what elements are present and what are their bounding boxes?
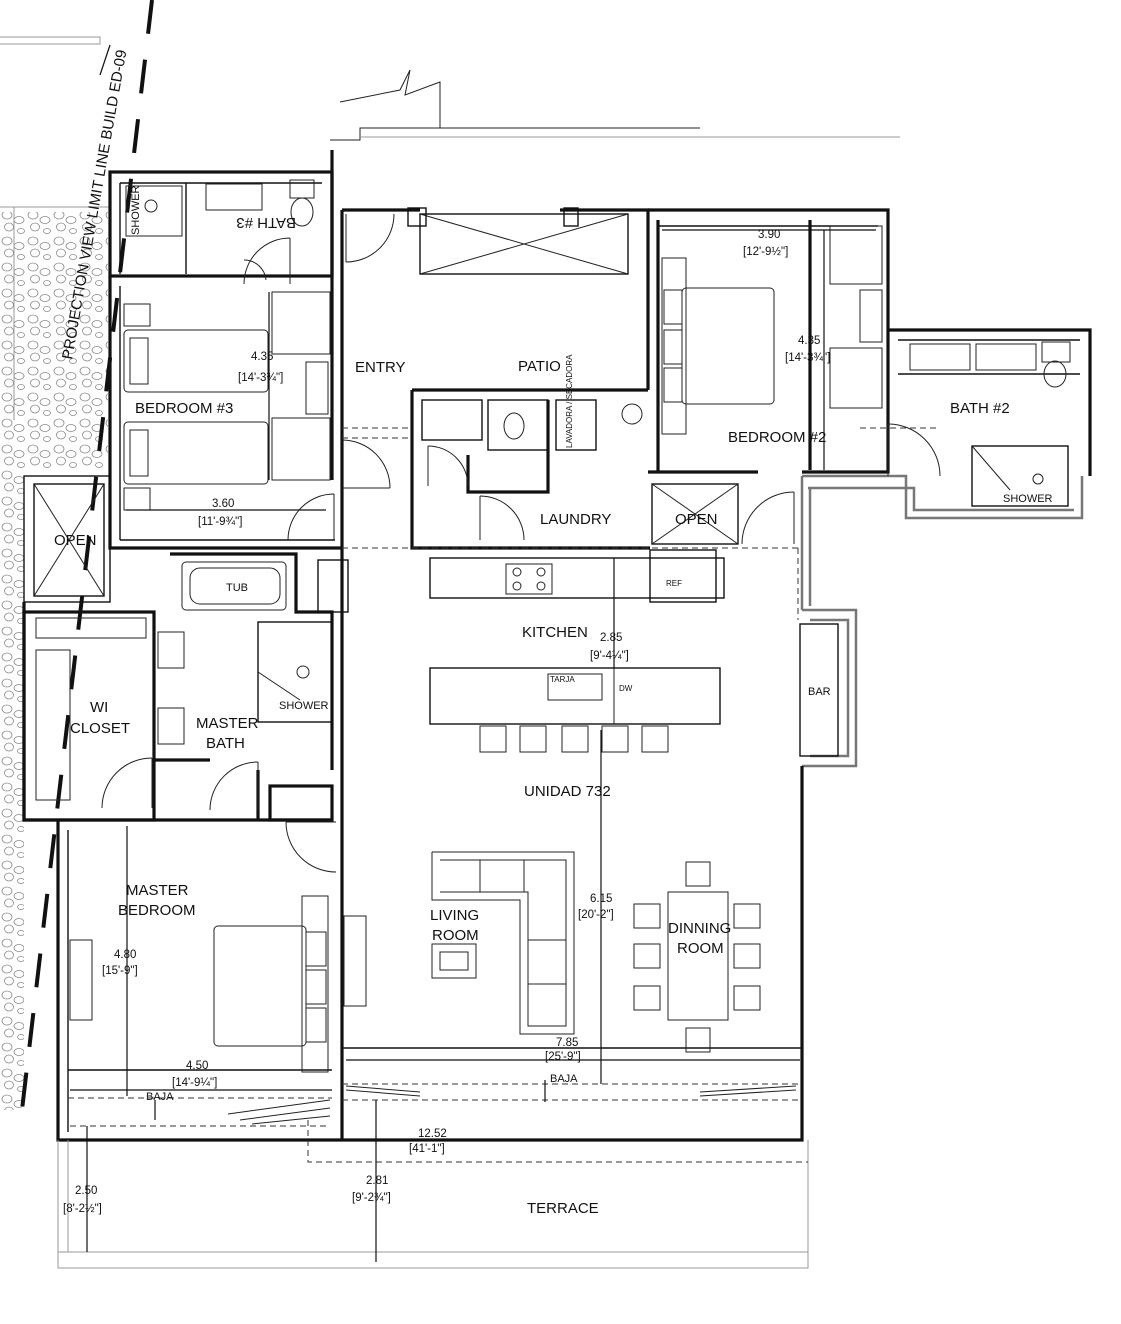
- label-bath3: BATH #3: [236, 214, 296, 231]
- dim-bedroom2-depth-ft: [14'-3¾"]: [785, 352, 830, 364]
- label-master-bath-1: MASTER: [196, 715, 259, 732]
- dim-master-depth-ft: [15'-9"]: [102, 965, 138, 977]
- dim-bedroom3-width-ft: [11'-9¾"]: [198, 516, 242, 528]
- stone-landscape: [0, 206, 110, 1110]
- label-patio: PATIO: [518, 358, 561, 375]
- walls: [22, 150, 1092, 1269]
- room-labels: BATH #3 SHOWER BEDROOM #3 ENTRY PATIO LA…: [54, 185, 1053, 1217]
- label-shower-bath3: SHOWER: [130, 185, 142, 235]
- dim-bedroom3-depth-ft: [14'-3¾"]: [238, 372, 283, 384]
- dim-total-width-ft: [41'-1"]: [409, 1143, 445, 1155]
- dim-terrace-left-ft: [8'-2½"]: [63, 1203, 102, 1215]
- label-lavadora: LAVADORA / SECADORA: [565, 354, 574, 448]
- dim-bedroom3-width-m: 3.60: [212, 498, 234, 510]
- label-living-2: ROOM: [432, 927, 479, 944]
- dim-master-width-m: 4.50: [186, 1060, 208, 1072]
- dim-terrace-left-m: 2.50: [75, 1185, 97, 1197]
- label-bedroom3: BEDROOM #3: [135, 400, 233, 417]
- label-laundry: LAUNDRY: [540, 511, 611, 528]
- dimension-labels: 4.35 [14'-3¾"] 3.60 [11'-9¾"] 3.90 [12'-…: [63, 229, 830, 1215]
- dim-master-depth-m: 4.80: [114, 949, 136, 961]
- label-master-bedroom-2: BEDROOM: [118, 902, 196, 919]
- dimension-lines: [70, 229, 876, 1262]
- projection-limit-line: PROJECTION VIEW LIMIT LINE BUILD ED-09: [20, 0, 154, 1111]
- label-living-1: LIVING: [430, 907, 479, 924]
- dim-living-width-ft: [25'-9"]: [545, 1051, 581, 1063]
- label-tub: TUB: [226, 582, 248, 594]
- label-kitchen: KITCHEN: [522, 624, 588, 641]
- dim-kitchen-ft: [9'-4¼"]: [590, 650, 629, 662]
- label-shower-master: SHOWER: [279, 700, 329, 712]
- dashed-lines: [68, 427, 940, 1163]
- dim-terrace-center-m: 2.81: [366, 1175, 388, 1187]
- label-unit: UNIDAD 732: [524, 783, 611, 800]
- dim-bedroom2-width-m: 3.90: [758, 229, 780, 241]
- furniture: [35, 179, 1071, 1125]
- dim-living-depth-ft: [20'-2"]: [578, 909, 614, 921]
- label-dw: DW: [619, 684, 633, 693]
- label-dinning-1: DINNING: [668, 920, 731, 937]
- dim-living-width-m: 7.85: [556, 1037, 578, 1049]
- label-ref: REF: [666, 579, 682, 588]
- label-shower-bath2: SHOWER: [1003, 493, 1053, 505]
- label-baja-right: BAJA: [550, 1073, 578, 1085]
- label-bar: BAR: [808, 686, 831, 698]
- label-bedroom2: BEDROOM #2: [728, 429, 826, 446]
- label-master-bath-2: BATH: [206, 735, 245, 752]
- doors: [101, 213, 941, 873]
- site-lines: [0, 36, 900, 141]
- dim-kitchen-m: 2.85: [600, 632, 622, 644]
- label-wi-closet-1: WI: [90, 699, 108, 716]
- label-entry: ENTRY: [355, 359, 406, 376]
- dim-total-width-m: 12.52: [418, 1128, 447, 1140]
- label-open-center: OPEN: [675, 511, 718, 528]
- label-tarja: TARJA: [550, 675, 575, 684]
- label-dinning-2: ROOM: [677, 940, 724, 957]
- label-baja-left: BAJA: [146, 1091, 174, 1103]
- dim-terrace-center-ft: [9'-2¾"]: [352, 1192, 391, 1204]
- dim-bedroom2-depth-m: 4.35: [798, 335, 820, 347]
- dim-bedroom3-depth-m: 4.35: [251, 351, 273, 363]
- label-bath2: BATH #2: [950, 400, 1010, 417]
- label-master-bedroom-1: MASTER: [126, 882, 189, 899]
- label-open-left: OPEN: [54, 532, 97, 549]
- dim-living-depth-m: 6.15: [590, 893, 612, 905]
- dim-bedroom2-width-ft: [12'-9½"]: [743, 246, 788, 258]
- label-wi-closet-2: CLOSET: [70, 720, 130, 737]
- dim-master-width-ft: [14'-9¼"]: [172, 1077, 217, 1089]
- label-terrace: TERRACE: [527, 1200, 599, 1217]
